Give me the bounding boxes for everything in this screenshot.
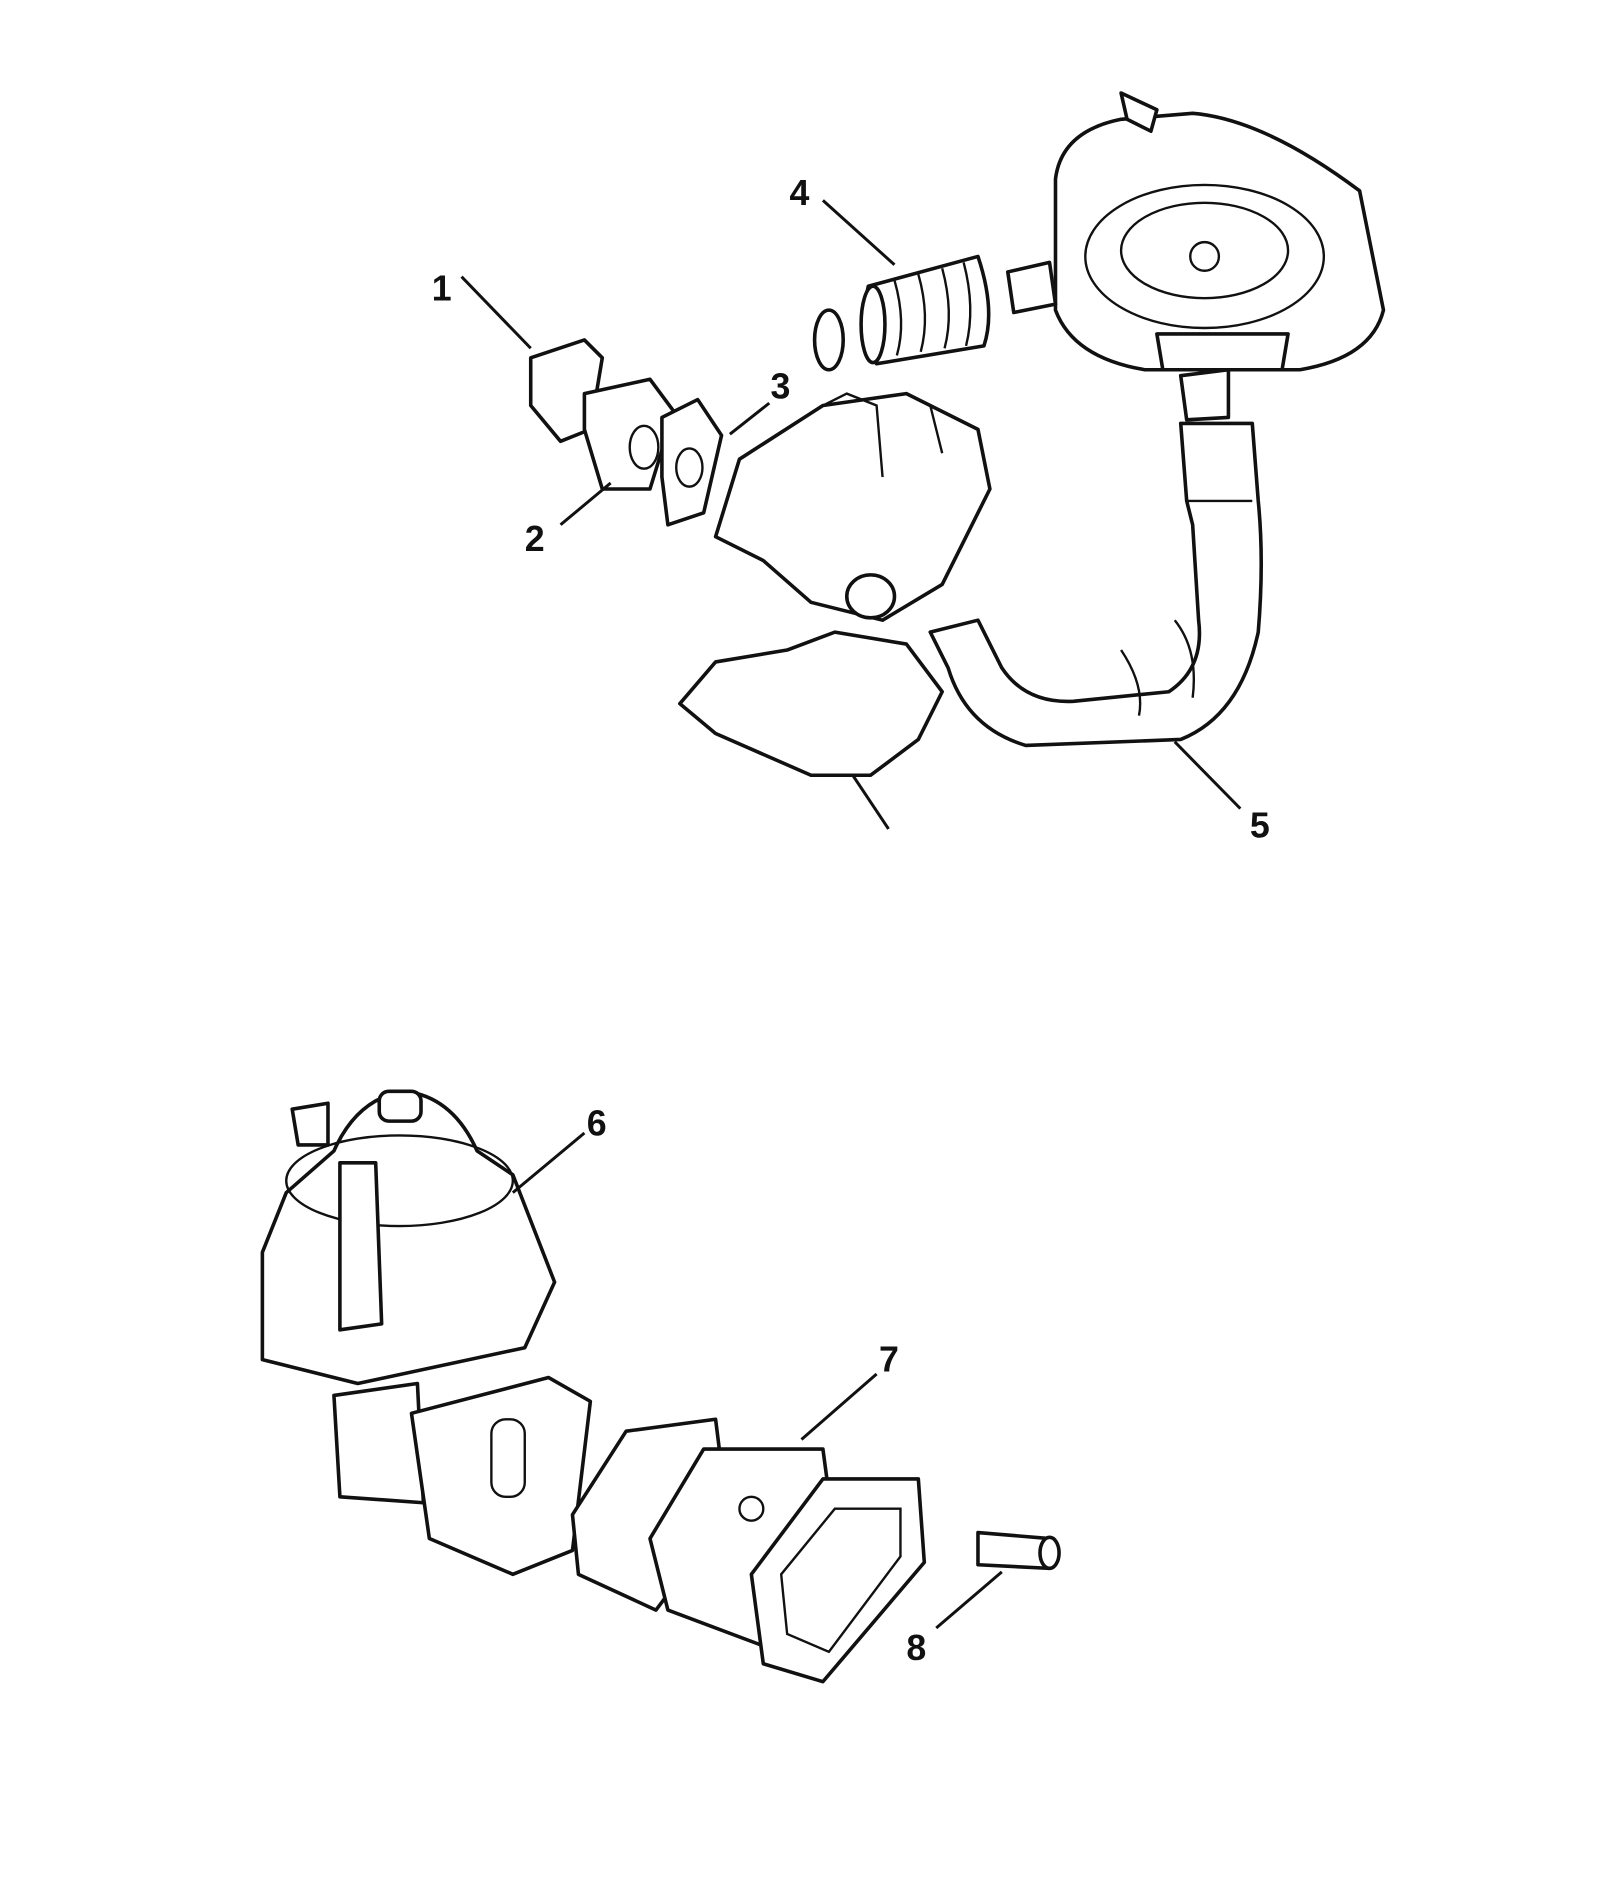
svg-text:7: 7 xyxy=(879,1340,899,1380)
callout-4: 4 xyxy=(790,173,896,266)
callout-7: 7 xyxy=(800,1340,899,1441)
svg-text:1: 1 xyxy=(432,269,452,309)
callout-5: 5 xyxy=(1173,740,1270,845)
svg-text:4: 4 xyxy=(790,173,810,213)
svg-text:8: 8 xyxy=(906,1628,926,1668)
callout-3: 3 xyxy=(728,366,790,436)
svg-text:3: 3 xyxy=(770,366,790,406)
intake-bellows xyxy=(812,254,1058,372)
air-cleaner xyxy=(1053,91,1386,422)
callout-8: 8 xyxy=(906,1570,1003,1668)
gaskets-upper xyxy=(528,338,724,527)
fuel-pump-body xyxy=(260,1089,593,1577)
callout-2: 2 xyxy=(525,481,612,559)
svg-text:2: 2 xyxy=(525,519,545,559)
callout-1: 1 xyxy=(432,269,532,350)
svg-text:6: 6 xyxy=(587,1103,607,1143)
intake-hose xyxy=(678,421,1264,830)
pump-gaskets xyxy=(570,1417,927,1684)
pushrod xyxy=(976,1530,1061,1571)
svg-text:5: 5 xyxy=(1250,805,1270,845)
carburettor xyxy=(713,391,992,622)
callout-6: 6 xyxy=(511,1103,607,1194)
